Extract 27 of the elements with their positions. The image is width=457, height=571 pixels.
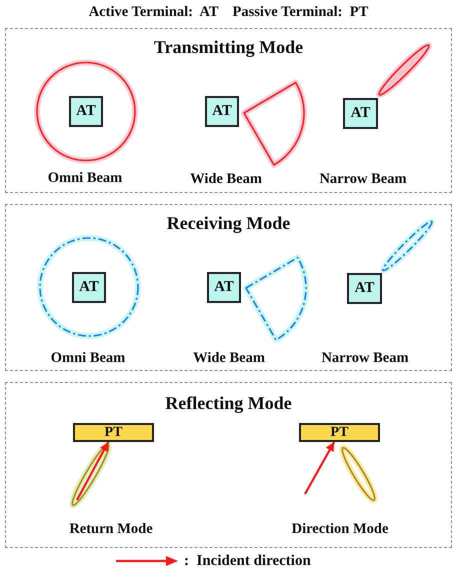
mode-panel — [5, 28, 452, 193]
terminal-box: AT — [347, 273, 382, 304]
panel-title: Reflecting Mode — [165, 392, 292, 414]
terminal-bar: PT — [299, 423, 380, 442]
arrow — [304, 441, 336, 495]
terminal-box: AT — [207, 272, 241, 303]
mode-caption: Return Mode — [69, 520, 153, 538]
panel-title: Receiving Mode — [166, 212, 290, 234]
mode-panel — [5, 382, 452, 548]
pattern-caption: Narrow Beam — [319, 170, 407, 188]
mode-caption: Direction Mode — [292, 520, 388, 538]
terminal-box: AT — [205, 96, 239, 127]
pattern-caption: Wide Beam — [190, 170, 262, 188]
pattern-caption: Wide Beam — [193, 349, 265, 367]
key-label: Passive Terminal: PT — [232, 3, 368, 21]
pattern-caption: Omni Beam — [48, 169, 122, 187]
terminal-box: AT — [69, 96, 103, 127]
pattern-caption: Omni Beam — [50, 349, 126, 367]
terminal-bar: PT — [73, 423, 154, 442]
key-label: Active Terminal: AT — [88, 3, 219, 21]
panel-title: Transmitting Mode — [154, 36, 304, 58]
terminal-box: AT — [72, 272, 106, 303]
mode-panel — [5, 204, 452, 371]
legend-text: : Incident direction — [184, 552, 311, 570]
arrow — [76, 441, 110, 501]
terminal-box: AT — [343, 98, 378, 129]
pattern-caption: Narrow Beam — [321, 349, 409, 367]
